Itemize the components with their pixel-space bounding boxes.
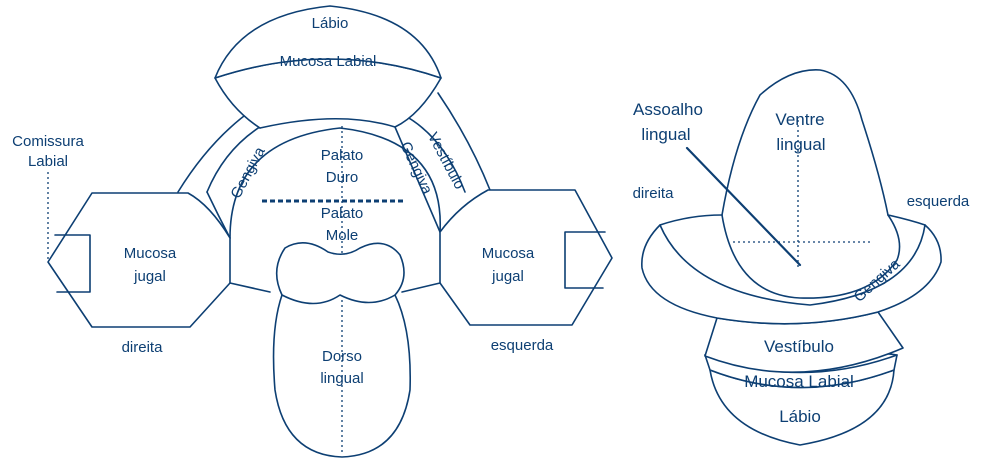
label-mucosa-jugal-left-2: jugal — [133, 268, 166, 285]
label-assoalho-2: lingual — [641, 125, 690, 144]
label-mucosa-labial: Mucosa Labial — [280, 53, 377, 70]
label-direita-right: direita — [633, 185, 675, 202]
right-oral-map: Assoalho lingual Ventre lingual direita … — [633, 69, 970, 446]
label-palato-duro-1: Palato — [321, 147, 364, 164]
label-vestibulo-right: Vestíbulo — [764, 337, 834, 356]
commissure-notch-left — [54, 234, 91, 293]
label-palato-mole-1: Palato — [321, 205, 364, 222]
gingiva-divider-right — [394, 126, 441, 233]
ventral-tongue — [721, 69, 901, 299]
label-dorso-1: Dorso — [322, 348, 362, 365]
assoalho-pointer — [685, 146, 802, 267]
connector-right — [401, 282, 441, 293]
label-esquerda-right: esquerda — [907, 193, 970, 210]
label-esquerda-left: esquerda — [491, 337, 554, 354]
buccal-mucosa-left — [47, 192, 231, 328]
left-oral-map: Lábio Mucosa Labial Gengiva Gengiva Vest… — [12, 5, 613, 458]
lip-region — [214, 5, 442, 79]
label-direita-left: direita — [122, 339, 164, 356]
commissure-notch-right — [564, 231, 606, 289]
connector-left — [229, 282, 271, 293]
label-assoalho-1: Assoalho — [633, 100, 703, 119]
gingiva-lower-arch — [641, 224, 942, 325]
gingiva-inner-arch — [229, 127, 441, 239]
label-labio-right: Lábio — [779, 407, 821, 426]
label-mucosa-labial-right: Mucosa Labial — [744, 372, 854, 391]
label-labio: Lábio — [312, 15, 349, 32]
label-mucosa-jugal-left-1: Mucosa — [124, 245, 177, 262]
label-dorso-2: lingual — [320, 370, 363, 387]
label-comissura-2: Labial — [28, 153, 68, 170]
label-comissura-1: Comissura — [12, 133, 84, 150]
label-ventre-2: lingual — [776, 135, 825, 154]
floor-of-mouth-boundary — [659, 214, 723, 226]
label-gengiva-left: Gengiva — [227, 144, 269, 202]
label-mucosa-jugal-right-2: jugal — [491, 268, 524, 285]
gingiva-arch-outer-right — [437, 92, 491, 191]
tongue-base-line — [281, 294, 396, 305]
label-palato-mole-2: Mole — [326, 227, 359, 244]
label-ventre-1: Ventre — [775, 110, 824, 129]
label-mucosa-jugal-right-1: Mucosa — [482, 245, 535, 262]
gingiva-arch-outer — [177, 109, 253, 193]
label-palato-duro-2: Duro — [326, 169, 359, 186]
buccal-mucosa-right — [439, 189, 613, 326]
floor-of-mouth-boundary-right — [887, 214, 926, 226]
